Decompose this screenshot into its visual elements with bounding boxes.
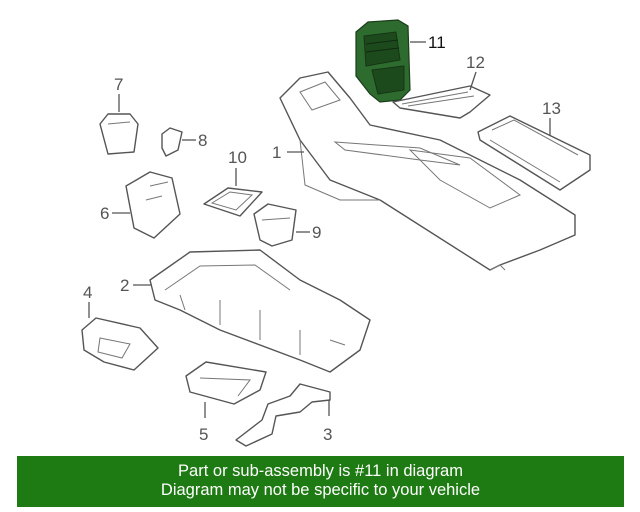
callout-number-5: 5 [199, 425, 208, 444]
highlight-notice-banner: Part or sub-assembly is #11 in diagram D… [17, 456, 624, 507]
callout-number-6: 6 [100, 204, 109, 223]
callout-number-2: 2 [120, 276, 129, 295]
part-10-pad[interactable] [203, 187, 263, 217]
part-9-cup-holder[interactable] [253, 203, 297, 247]
callout-7: 7 [114, 75, 123, 112]
callout-3: 3 [323, 400, 332, 444]
part-12-armrest-pad[interactable] [392, 85, 491, 119]
part-11-vent-bezel[interactable] [355, 19, 411, 103]
callout-number-3: 3 [323, 425, 332, 444]
callout-9: 9 [296, 223, 321, 242]
callout-number-12: 12 [466, 53, 485, 72]
callout-2: 2 [120, 276, 152, 295]
banner-line-1: Part or sub-assembly is #11 in diagram [178, 462, 463, 480]
parts-diagram: 1 11 12 13 7 [81, 19, 591, 447]
part-3-support-bracket[interactable] [235, 383, 331, 447]
callout-4: 4 [83, 283, 92, 318]
callout-number-4: 4 [83, 283, 92, 302]
callout-number-13: 13 [542, 99, 561, 118]
part-2-console-base[interactable] [149, 249, 371, 373]
callout-12: 12 [466, 53, 485, 91]
callout-number-8: 8 [198, 131, 207, 150]
part-4-mount-bracket[interactable] [81, 317, 159, 371]
callout-number-9: 9 [312, 223, 321, 242]
callout-6: 6 [100, 204, 130, 223]
callout-number-10: 10 [228, 148, 247, 167]
callout-number-7: 7 [114, 75, 123, 94]
callout-number-11: 11 [428, 33, 446, 52]
callout-11: 11 [410, 33, 446, 52]
part-5-tray-bracket[interactable] [185, 361, 267, 405]
callout-8: 8 [182, 131, 207, 150]
leader-line-12 [469, 71, 477, 91]
callout-10: 10 [228, 148, 247, 186]
callout-13: 13 [542, 99, 561, 136]
banner-line-2: Diagram may not be specific to your vehi… [160, 481, 481, 499]
callout-number-1: 1 [272, 143, 281, 162]
part-8-clip[interactable] [161, 127, 183, 157]
part-1-console-panel[interactable] [279, 71, 576, 271]
callout-5: 5 [199, 402, 208, 444]
part-7-cup-insert[interactable] [99, 113, 139, 155]
part-13-tray-mat[interactable] [477, 115, 591, 191]
callout-1: 1 [272, 143, 304, 162]
part-6-bracket[interactable] [125, 171, 181, 239]
